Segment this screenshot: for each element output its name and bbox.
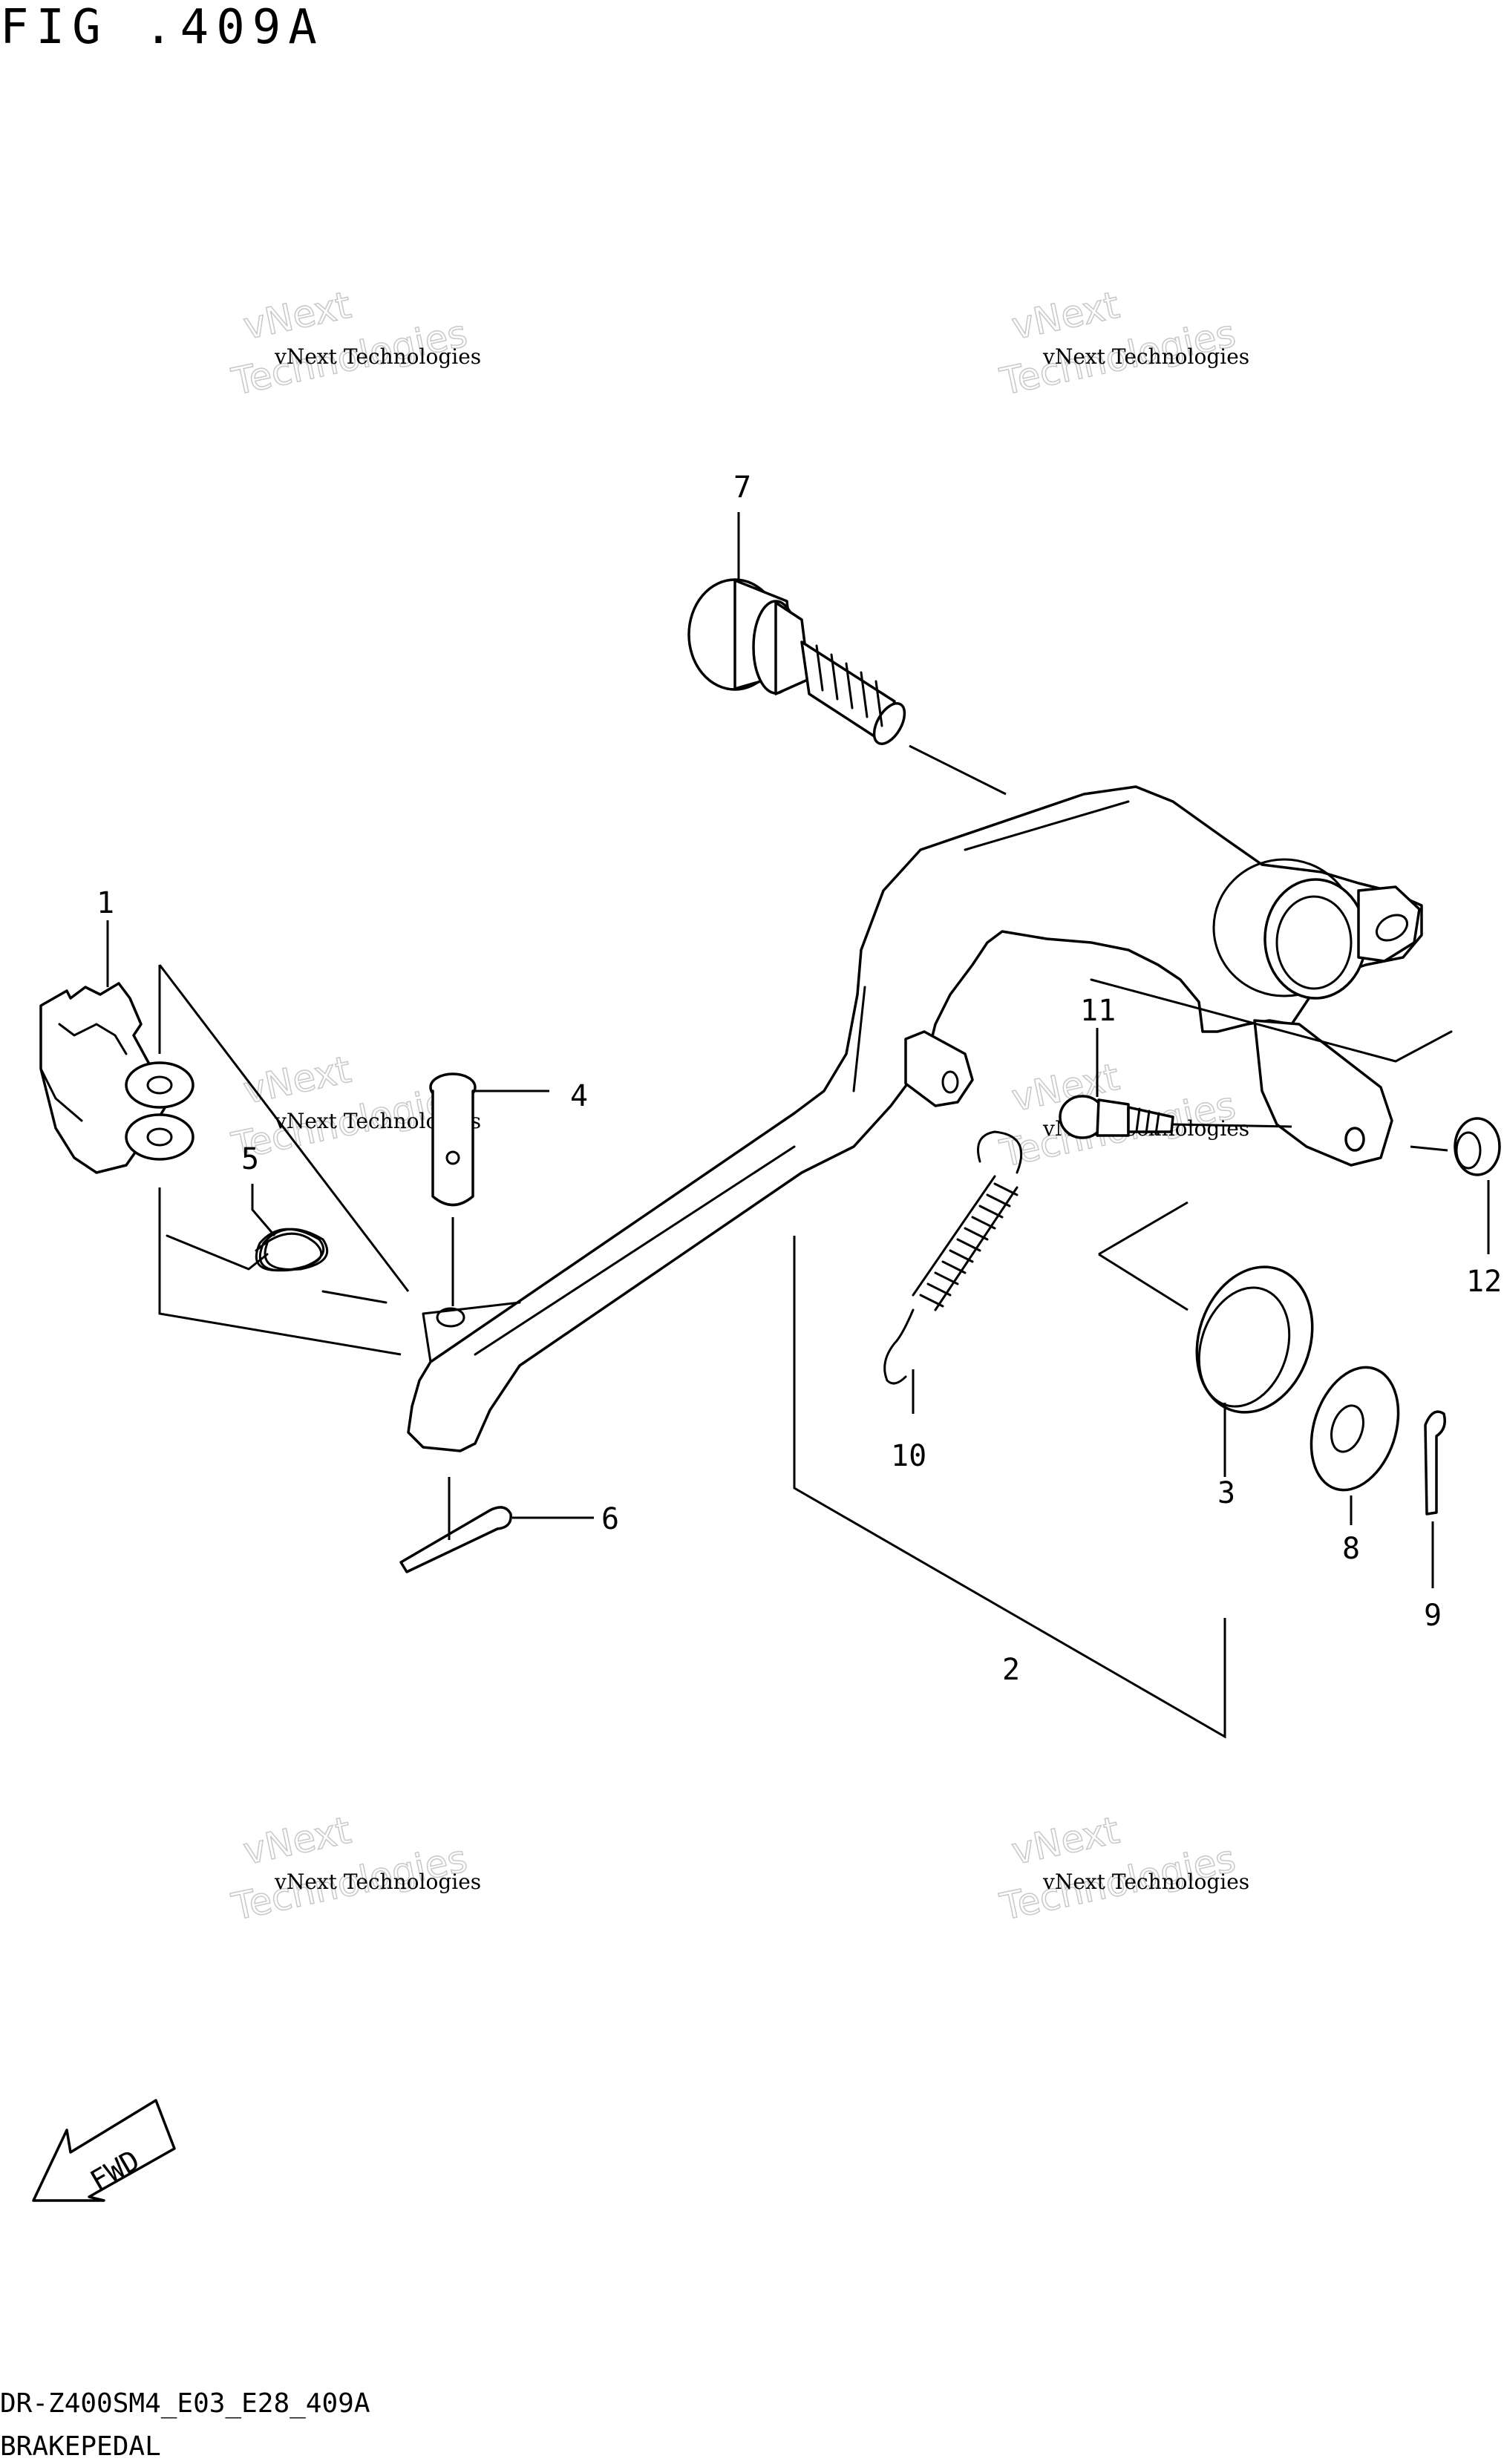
svg-text:vNext Technologies: vNext Technologies: [1042, 1870, 1249, 1894]
svg-text:vNext Technologies: vNext Technologies: [1042, 344, 1249, 369]
part-9-cotter-pin: [1424, 1410, 1446, 1588]
callout-3: 3: [1217, 1476, 1235, 1510]
part-8-washer: [1310, 1366, 1400, 1525]
callout-5: 5: [241, 1142, 259, 1176]
part-11-screw: [1059, 1028, 1292, 1139]
watermark-top-left: vNext Technologies vNext Technologies: [227, 283, 481, 404]
callout-10: 10: [891, 1439, 926, 1473]
callout-8: 8: [1342, 1532, 1360, 1566]
part-4-clevis-pin: [429, 1072, 549, 1328]
callout-4: 4: [570, 1079, 588, 1113]
section-name: BRAKEPEDAL: [0, 2431, 161, 2462]
watermark-top-right: vNext Technologies vNext Technologies: [995, 283, 1249, 404]
callout-2: 2: [1002, 1653, 1020, 1687]
callout-6: 6: [601, 1502, 619, 1536]
watermark-bottom-right: vNext Technologies vNext Technologies: [995, 1808, 1249, 1930]
callout-labels: 1 2 3 4 5 6 7 8 9 10 11 12: [97, 471, 1502, 1687]
part-2-brake-pedal: [407, 785, 1453, 1739]
model-code: DR-Z400SM4_E03_E28_409A: [0, 2388, 370, 2419]
callout-1: 1: [97, 886, 114, 920]
svg-text:vNext Technologies: vNext Technologies: [274, 1870, 481, 1894]
part-5-return-spring: [166, 1184, 388, 1304]
figure-title: FIG .409A: [0, 0, 324, 55]
part-12-collar: [1410, 1117, 1501, 1254]
part-7-pivot-bolt: [687, 512, 1007, 796]
callout-7: 7: [733, 471, 751, 505]
part-3-bushing: [1098, 1201, 1314, 1477]
callout-12: 12: [1466, 1265, 1502, 1299]
fwd-direction-badge: FWD: [32, 2099, 176, 2202]
callout-11: 11: [1080, 994, 1116, 1028]
callout-9: 9: [1424, 1599, 1442, 1633]
part-6-cotter-pin: [399, 1477, 594, 1573]
watermark-bottom-left: vNext Technologies vNext Technologies: [227, 1808, 481, 1930]
part-10-spring: [883, 1130, 1023, 1414]
svg-text:vNext Technologies: vNext Technologies: [274, 344, 481, 369]
part-1-clevis: [39, 920, 410, 1356]
